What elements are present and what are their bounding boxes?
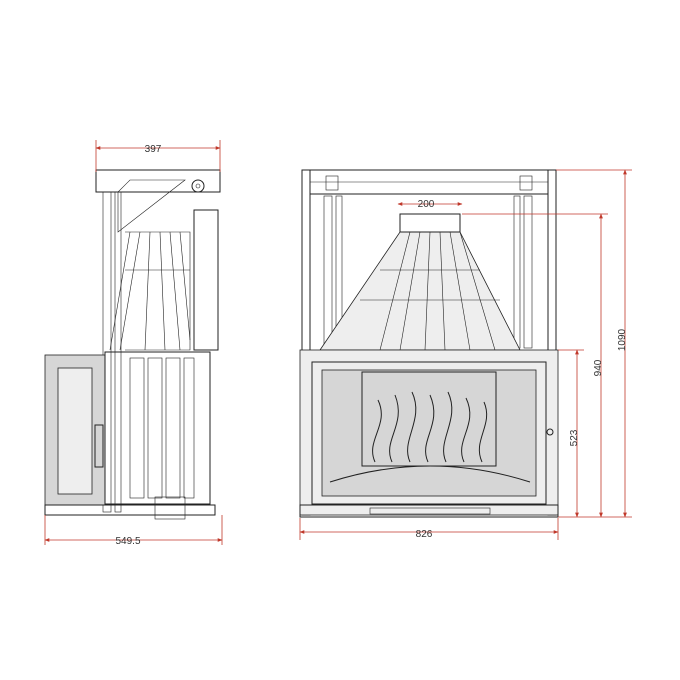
side-firebox xyxy=(104,351,211,505)
side-hood xyxy=(109,231,191,351)
side-view xyxy=(44,169,221,520)
dim-label-200: 200 xyxy=(418,199,435,210)
dim-side-bottom: 549.5 xyxy=(44,515,223,547)
front-flue-collar xyxy=(399,213,461,233)
front-door-frame xyxy=(311,361,547,505)
side-bracket xyxy=(117,179,186,233)
dim-flue: 200 xyxy=(397,199,463,210)
counterweight-box xyxy=(193,209,219,351)
front-base xyxy=(299,504,559,518)
dim-label-940: 940 xyxy=(593,359,604,376)
side-top-frame xyxy=(95,169,221,193)
dim-label-826: 826 xyxy=(416,529,433,540)
dim-front-width: 826 xyxy=(299,518,559,540)
front-view xyxy=(299,169,559,518)
dim-height-1090: 1090 xyxy=(556,169,632,518)
dim-label-549-5: 549.5 xyxy=(115,536,140,547)
side-handle xyxy=(94,424,104,468)
dim-label-397: 397 xyxy=(145,144,162,155)
side-pulley xyxy=(191,179,205,193)
front-handle xyxy=(546,428,554,436)
dim-height-940: 940 xyxy=(462,213,608,518)
dim-side-top: 397 xyxy=(95,140,221,172)
dim-label-523: 523 xyxy=(569,429,580,446)
dim-label-1090: 1090 xyxy=(617,328,628,351)
dim-height-523: 523 xyxy=(558,349,584,518)
side-base xyxy=(44,504,216,516)
flames xyxy=(372,391,488,463)
